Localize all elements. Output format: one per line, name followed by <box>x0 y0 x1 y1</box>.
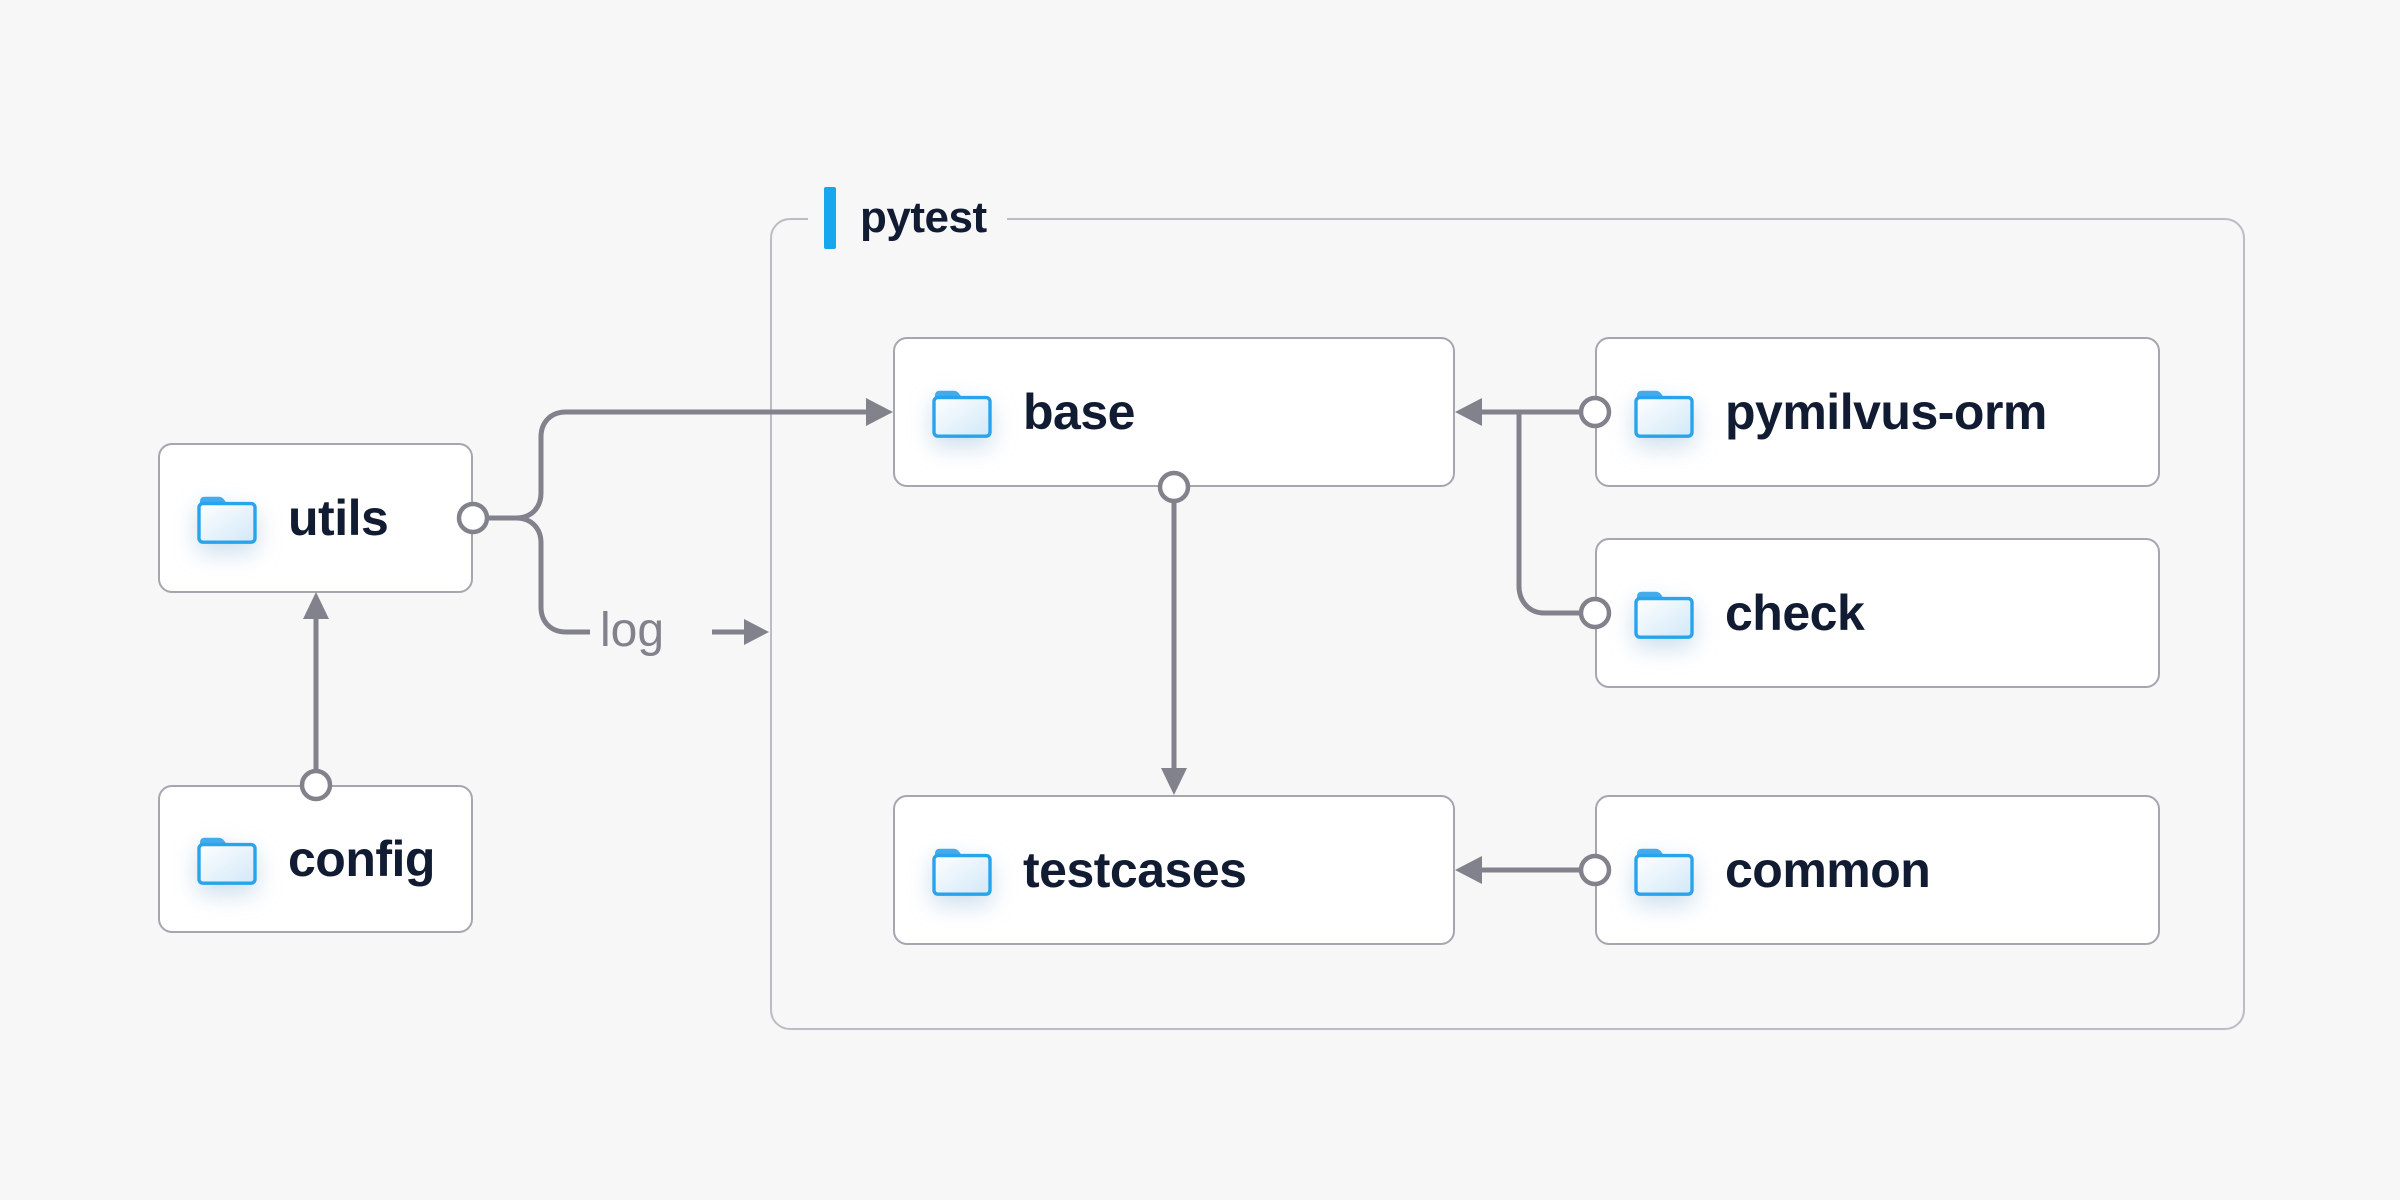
node-label: pymilvus-orm <box>1725 384 2047 440</box>
node-check: check <box>1595 538 2160 688</box>
node-config: config <box>158 785 473 933</box>
folder-icon <box>1634 591 1694 639</box>
node-testcases: testcases <box>893 795 1455 945</box>
node-label: testcases <box>1023 842 1247 898</box>
node-utils: utils <box>158 443 473 593</box>
arrowhead-log-into-group <box>744 619 769 645</box>
node-common: common <box>1595 795 2160 945</box>
folder-icon <box>932 848 992 896</box>
folder-icon <box>1634 390 1694 438</box>
log-edge-label: log <box>600 604 665 657</box>
node-label: base <box>1023 384 1135 440</box>
node-base: base <box>893 337 1455 487</box>
node-pymilvus-orm: pymilvus-orm <box>1595 337 2160 487</box>
folder-icon <box>197 496 257 544</box>
edge-utils-log <box>515 515 590 635</box>
pytest-group-container <box>770 218 2245 1030</box>
node-label: common <box>1725 842 1931 898</box>
pytest-group-title: pytest <box>860 193 987 242</box>
folder-icon <box>1634 848 1694 896</box>
accent-bar <box>824 187 836 249</box>
folder-icon <box>197 837 257 885</box>
node-label: config <box>288 831 435 887</box>
folder-icon <box>932 390 992 438</box>
pytest-group-label: pytest <box>808 186 1007 250</box>
node-label: check <box>1725 585 1865 641</box>
node-label: utils <box>288 490 389 546</box>
arrowhead-into-utils <box>303 592 329 619</box>
